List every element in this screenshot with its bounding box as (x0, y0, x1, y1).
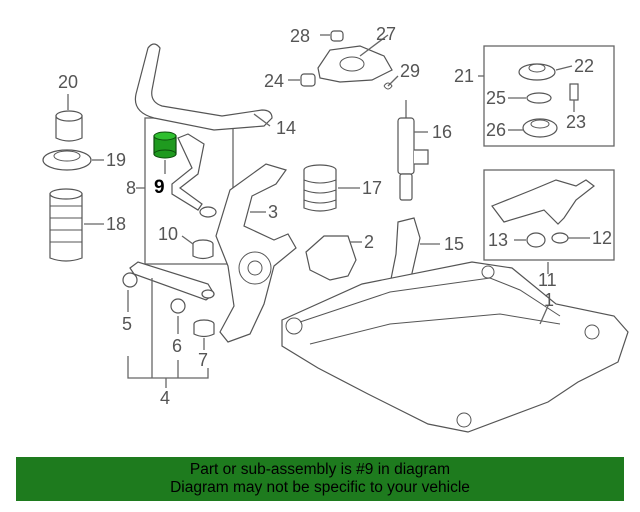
callout-6: 6 (172, 336, 182, 356)
callout-26: 26 (486, 120, 506, 140)
banner-line-2: Diagram may not be specific to your vehi… (170, 479, 470, 496)
callout-9-highlighted: 9 (154, 177, 165, 198)
group-box-11 (483, 169, 615, 261)
part-27-bracket (317, 45, 393, 83)
part-16-strut (397, 100, 429, 201)
banner-line-1: Part or sub-assembly is #9 in diagram (189, 461, 451, 478)
callout-4: 4 (160, 388, 170, 408)
part-8-upper-arm (171, 133, 217, 218)
part-3-knuckle (215, 163, 297, 343)
callout-8: 8 (126, 178, 136, 198)
callout-7: 7 (198, 350, 208, 370)
callout-25: 25 (486, 88, 506, 108)
callout-19: 19 (106, 150, 126, 170)
callout-16: 16 (432, 122, 452, 142)
part-29-clip (383, 82, 393, 90)
callout-28: 28 (290, 26, 310, 46)
info-banner: Part or sub-assembly is #9 in diagram Di… (16, 457, 624, 501)
leader-lines (67, 34, 590, 388)
part-26-seat (522, 118, 558, 138)
callout-21: 21 (454, 66, 474, 86)
part-4-lower-arm (129, 261, 215, 301)
callout-11: 11 (538, 270, 557, 290)
callout-23: 23 (566, 112, 586, 132)
part-24-nut (300, 73, 316, 87)
part-11-upper-arm (491, 179, 595, 225)
callout-13: 13 (488, 230, 508, 250)
callout-20: 20 (58, 72, 78, 92)
part-18-dust-boot (49, 188, 83, 262)
part-20-bump-stop (55, 110, 83, 142)
part-23-bolt (569, 83, 579, 101)
part-14-stabilizer-bar (134, 43, 273, 131)
callout-18: 18 (106, 214, 126, 234)
part-19-spring-seat (42, 149, 92, 171)
callout-2: 2 (364, 232, 374, 252)
callout-1: 1 (544, 290, 554, 310)
part-13-bushing (526, 232, 546, 248)
part-6-bushing (170, 298, 186, 314)
part-2-bracket (305, 235, 357, 281)
part-28-nut (330, 30, 344, 42)
part-17-coil-spring (303, 164, 337, 212)
callout-14: 14 (276, 118, 296, 138)
part-22-mount (518, 63, 556, 81)
part-9-bushing-highlighted (153, 131, 177, 159)
callout-22: 22 (574, 56, 594, 76)
part-12-bushing (551, 232, 569, 244)
callout-12: 12 (592, 228, 612, 248)
callout-3: 3 (268, 202, 278, 222)
part-10-bushing (192, 239, 214, 260)
callout-17: 17 (362, 178, 382, 198)
parts-diagram: 28 27 24 29 14 20 19 18 8 9 10 3 17 2 16… (42, 24, 629, 433)
part-7-bushing (193, 319, 215, 338)
callout-10: 10 (158, 224, 178, 244)
part-25-bearing (526, 92, 552, 104)
callout-5: 5 (122, 314, 132, 334)
part-1-subframe (281, 261, 629, 433)
part-5-bushing (122, 272, 138, 288)
callout-27: 27 (376, 24, 396, 44)
callout-24: 24 (264, 71, 284, 91)
callout-29: 29 (400, 61, 420, 81)
callout-15: 15 (444, 234, 464, 254)
group-box-21 (483, 45, 615, 147)
